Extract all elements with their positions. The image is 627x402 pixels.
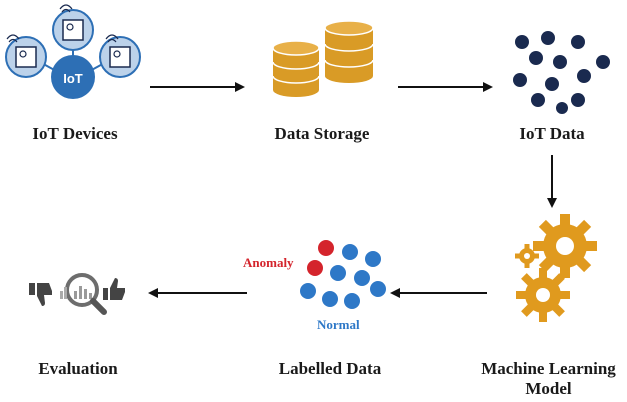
bar-chart-icon [60,287,67,299]
labelled-data-icon [300,240,386,309]
iot-devices-icon: IoT [5,4,141,99]
thumbs-up-icon [103,278,125,300]
label-data-storage: Data Storage [274,124,370,143]
evaluation-icon [29,273,125,315]
anomaly-label: Anomaly [243,255,294,270]
magnifier-icon [65,273,107,315]
label-iot-data: IoT Data [519,124,585,143]
normal-label: Normal [317,317,360,332]
label-ml-model: Machine Learning Model [470,359,627,399]
label-evaluation: Evaluation [38,359,118,378]
label-iot-devices: IoT Devices [32,124,118,143]
label-ml-model-line2: Model [525,379,572,398]
label-labelled-data: Labelled Data [278,359,382,378]
database-icon [272,20,374,97]
iot-hub-text: IoT [63,71,83,86]
thumbs-down-icon [29,283,52,306]
iot-data-dots-icon [513,31,610,114]
gears-icon [515,214,597,322]
label-ml-model-line1: Machine Learning [481,359,616,378]
